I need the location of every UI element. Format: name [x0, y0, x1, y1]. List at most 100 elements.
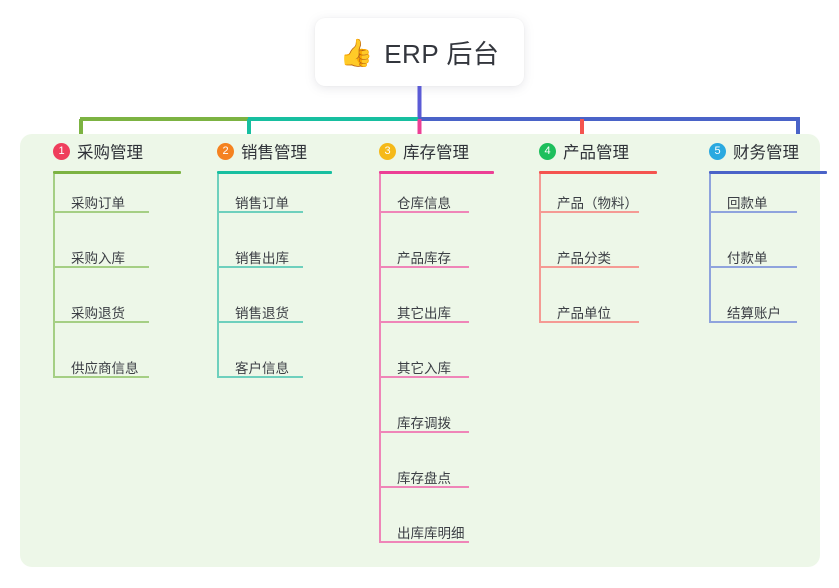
leaf-underline	[53, 266, 149, 268]
leaf-label: 产品分类	[557, 251, 611, 266]
leaf-underline	[379, 211, 469, 213]
leaf-item[interactable]: 结算账户	[695, 284, 827, 339]
branch-badge-4: 4	[539, 142, 556, 160]
leaf-spine-3	[379, 174, 381, 543]
leaf-item[interactable]: 采购订单	[39, 174, 181, 229]
leaf-underline	[217, 211, 303, 213]
branch-badge-5: 5	[709, 142, 726, 160]
branch-header-1[interactable]: 1 采购管理	[39, 134, 181, 168]
leaf-item[interactable]: 销售出库	[203, 229, 332, 284]
leaf-underline	[217, 321, 303, 323]
branch-column-2: 2 销售管理销售订单销售出库销售退货客户信息	[203, 134, 332, 394]
leaf-label: 库存盘点	[397, 471, 451, 486]
leaf-underline	[217, 376, 303, 378]
branch-column-3: 3 库存管理仓库信息产品库存其它出库其它入库库存调拨库存盘点出库库明细	[365, 134, 494, 559]
leaf-label: 采购订单	[71, 196, 125, 211]
leaf-item[interactable]: 仓库信息	[365, 174, 494, 229]
branch-column-1: 1 采购管理采购订单采购入库采购退货供应商信息	[39, 134, 181, 394]
leaf-spine-2	[217, 174, 219, 378]
branch-column-5: 5 财务管理回款单付款单结算账户	[695, 134, 827, 339]
leaf-underline	[539, 266, 639, 268]
leaf-underline	[379, 541, 469, 543]
branch-badge-3: 3	[379, 142, 396, 160]
leaf-item[interactable]: 客户信息	[203, 339, 332, 394]
branch-underline-2	[217, 171, 332, 174]
leaf-label: 仓库信息	[397, 196, 451, 211]
leaf-item[interactable]: 回款单	[695, 174, 827, 229]
leaf-label: 客户信息	[235, 361, 289, 376]
branch-header-5[interactable]: 5 财务管理	[695, 134, 827, 168]
thumbs-up-icon: 👍	[339, 37, 374, 68]
leaf-label: 库存调拨	[397, 416, 451, 431]
leaf-underline	[539, 211, 639, 213]
leaf-item[interactable]: 产品（物料）	[525, 174, 657, 229]
leaf-label: 采购退货	[71, 306, 125, 321]
branch-title-1: 采购管理	[77, 144, 143, 162]
leaf-item[interactable]: 其它出库	[365, 284, 494, 339]
leaf-underline	[379, 321, 469, 323]
leaf-item[interactable]: 库存调拨	[365, 394, 494, 449]
leaf-underline	[379, 431, 469, 433]
leaf-label: 出库库明细	[397, 526, 465, 541]
branch-title-2: 销售管理	[241, 144, 307, 162]
leaf-label: 销售订单	[235, 196, 289, 211]
leaf-underline	[379, 376, 469, 378]
leaf-list-4: 产品（物料） 产品分类产品单位	[525, 174, 657, 339]
leaf-spine-1	[53, 174, 55, 378]
leaf-item[interactable]: 供应商信息	[39, 339, 181, 394]
leaf-label: 其它出库	[397, 306, 451, 321]
branch-title-5: 财务管理	[733, 144, 799, 162]
leaf-list-1: 采购订单采购入库采购退货供应商信息	[39, 174, 181, 394]
branch-columns: 1 采购管理采购订单采购入库采购退货供应商信息 2 销售管理销售订单销售出库销售退货客…	[20, 134, 827, 567]
leaf-label: 销售退货	[235, 306, 289, 321]
leaf-list-5: 回款单付款单结算账户	[695, 174, 827, 339]
leaf-item[interactable]: 库存盘点	[365, 449, 494, 504]
branch-underline-1	[53, 171, 181, 174]
leaf-underline	[53, 211, 149, 213]
leaf-label: 供应商信息	[71, 361, 139, 376]
leaf-item[interactable]: 采购入库	[39, 229, 181, 284]
branch-badge-1: 1	[53, 142, 70, 160]
branch-underline-3	[379, 171, 494, 174]
leaf-label: 其它入库	[397, 361, 451, 376]
leaf-underline	[379, 486, 469, 488]
leaf-item[interactable]: 产品单位	[525, 284, 657, 339]
leaf-spine-5	[709, 174, 711, 323]
leaf-item[interactable]: 销售退货	[203, 284, 332, 339]
leaf-item[interactable]: 产品分类	[525, 229, 657, 284]
branch-title-3: 库存管理	[403, 144, 469, 162]
branch-badge-2: 2	[217, 142, 234, 160]
leaf-label: 产品（物料）	[557, 196, 638, 211]
branch-header-2[interactable]: 2 销售管理	[203, 134, 332, 168]
branch-underline-5	[709, 171, 827, 174]
leaf-item[interactable]: 出库库明细	[365, 504, 494, 559]
diagram-panel	[20, 134, 820, 567]
leaf-label: 销售出库	[235, 251, 289, 266]
leaf-list-3: 仓库信息产品库存其它出库其它入库库存调拨库存盘点出库库明细	[365, 174, 494, 559]
leaf-item[interactable]: 付款单	[695, 229, 827, 284]
leaf-underline	[709, 211, 797, 213]
branch-underline-4	[539, 171, 657, 174]
leaf-item[interactable]: 产品库存	[365, 229, 494, 284]
leaf-item[interactable]: 其它入库	[365, 339, 494, 394]
leaf-item[interactable]: 销售订单	[203, 174, 332, 229]
leaf-underline	[53, 376, 149, 378]
leaf-label: 产品库存	[397, 251, 451, 266]
leaf-underline	[709, 266, 797, 268]
leaf-underline	[53, 321, 149, 323]
leaf-underline	[379, 266, 469, 268]
root-node[interactable]: 👍 ERP 后台	[315, 18, 524, 86]
leaf-label: 结算账户	[727, 306, 781, 321]
leaf-underline	[709, 321, 797, 323]
leaf-underline	[217, 266, 303, 268]
leaf-label: 产品单位	[557, 306, 611, 321]
leaf-label: 回款单	[727, 196, 768, 211]
leaf-label: 采购入库	[71, 251, 125, 266]
root-title: ERP 后台	[384, 38, 500, 69]
leaf-underline	[539, 321, 639, 323]
branch-header-3[interactable]: 3 库存管理	[365, 134, 494, 168]
leaf-item[interactable]: 采购退货	[39, 284, 181, 339]
